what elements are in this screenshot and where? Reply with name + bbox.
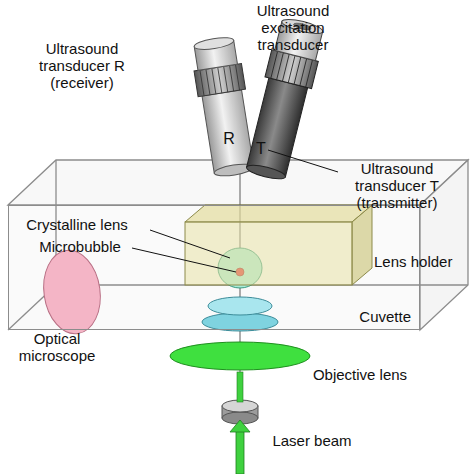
part-label: Optical microscope	[2, 330, 112, 364]
part-label: Cuvette	[359, 308, 411, 325]
part-label: R	[218, 130, 240, 147]
leader-line	[132, 150, 338, 272]
lens-holder-shape	[185, 205, 372, 285]
part-label: T	[250, 140, 272, 157]
transducer-mark: R	[218, 128, 240, 150]
lens-holder-box: Lens holder	[186, 223, 353, 286]
part-label: Objective lens	[300, 366, 420, 383]
relay-lens	[208, 297, 272, 315]
part-label: Ultrasound transducer R (receiver)	[22, 40, 142, 91]
transducer-mark: T	[250, 138, 272, 160]
part-label: Ultrasound transducer T (transmitter)	[336, 160, 458, 211]
objective-lens	[170, 342, 310, 370]
part-label: Lens holder	[374, 253, 452, 270]
relay-lens	[202, 313, 278, 331]
microscope-lens	[38, 247, 105, 338]
part-label: Ultrasound excitation transducer	[238, 2, 348, 53]
part-label: Laser beam	[262, 432, 362, 449]
laser-beam-arrow	[230, 372, 250, 474]
part-label: Microbubble	[20, 238, 140, 255]
receiver-transducer	[189, 35, 258, 179]
part-label: Crystalline lens	[2, 216, 152, 233]
